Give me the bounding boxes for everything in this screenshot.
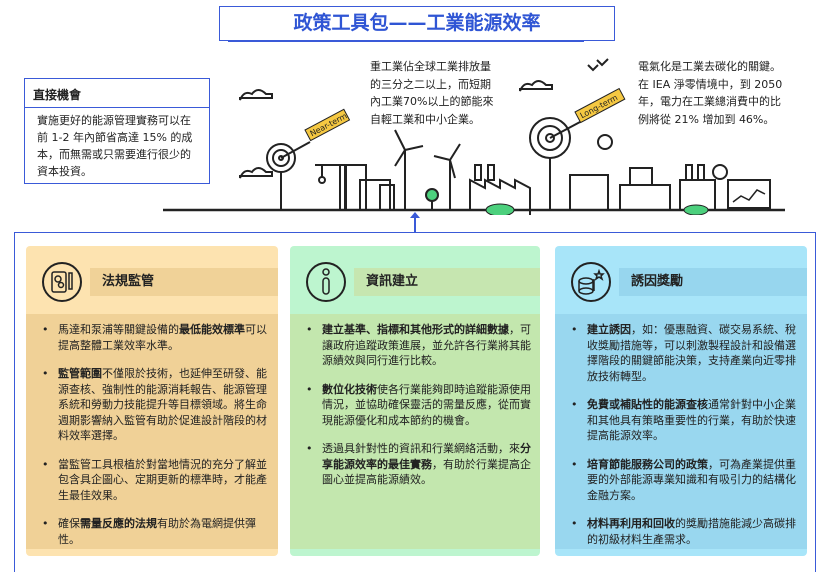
card-bullet: 培育節能服務公司的政策，可為產業提供重要的外部能源專業知識和有吸引力的結構化金融…: [569, 457, 799, 504]
card-title: 法規監管: [90, 268, 278, 296]
up-arrow-icon: [410, 212, 420, 232]
policy-card: 法規監管馬達和泵浦等關鍵設備的最低能效標準可以提高整體工業效率水準。監管範圍不僅…: [26, 246, 278, 556]
birds-icon: [587, 58, 609, 72]
tree-icon: [425, 188, 439, 210]
card-title: 誘因獎勵: [619, 268, 807, 296]
bush-icon: [485, 203, 709, 215]
heavy-industry-note: 重工業佔全球工業排放量的三分之二以上，而短期內工業70%以上的節能來自輕工業和中…: [370, 60, 494, 126]
page-title: 政策工具包——工業能源效率: [219, 6, 615, 41]
card-bullet: 監管範圍不僅限於技術，也延伸至研發、能源查核、強制性的能源消耗報告、能源管理系統…: [40, 366, 270, 444]
card-bullet: 免費或補貼性的能源查核通常針對中小企業和其他具有策略重要性的行業，有助於快速提高…: [569, 397, 799, 444]
information-icon: [306, 262, 346, 302]
electrification-note: 電氣化是工業去碳化的關鍵。在 IEA 淨零情境中，到 2050 年，電力在工業總…: [638, 60, 783, 126]
card-bullet: 透過具針對性的資訊和行業網絡活動，來分享能源效率的最佳實務，有助於行業提高企圖心…: [304, 441, 532, 488]
sun-icon: [597, 134, 613, 150]
card-title: 資訊建立: [354, 268, 540, 296]
near-term-target-icon: Near-term: [266, 108, 351, 210]
factory-icon: [469, 164, 531, 215]
power-plant-icon: [679, 164, 716, 211]
wind-turbine-icon: [394, 129, 461, 210]
card-bullet: 確保需量反應的法規有助於為電網提供彈性。: [40, 516, 270, 547]
buildings-icon: [345, 164, 395, 211]
direct-opportunity-box: 直接機會 實施更好的能源管理實務可以在前 1-2 年內節省高達 15% 的成本，…: [24, 78, 210, 184]
card-bullet: 馬達和泵浦等關鍵設備的最低能效標準可以提高整體工業效率水準。: [40, 322, 270, 353]
title-underline: [228, 40, 584, 42]
laptop-chart-icon: [712, 164, 771, 209]
regulation-icon: [42, 262, 82, 302]
direct-opportunity-text: 實施更好的能源管理實務可以在前 1-2 年內節省高達 15% 的成本，而無需或只…: [37, 114, 193, 178]
crane-icon: [315, 164, 350, 210]
policy-bracket: [14, 232, 816, 572]
card-bullet: 當監管工具根植於對當地情況的充分了解並包含具企圖心、定期更新的標準時，才能產生最…: [40, 457, 270, 504]
coins-star-icon: [571, 262, 611, 302]
industry-illustration: Near-term Long-term: [163, 58, 785, 215]
cloud-icon: [239, 167, 273, 179]
direct-opportunity-heading: 直接機會: [25, 79, 209, 108]
machinery-icon: [569, 167, 671, 211]
card-bullet: 建立誘因，如：優惠融資、碳交易系統、稅收獎勵措施等，可以刺激製程設計和設備選擇階…: [569, 322, 799, 384]
long-term-target-icon: Long-term: [529, 87, 626, 210]
cloud-icon: [519, 80, 553, 92]
card-bullet: 材料再利用和回收的獎勵措施能減少高碳排的初級材料生產需求。: [569, 516, 799, 547]
card-bullet: 建立基準、指標和其他形式的詳細數據，可讓政府追蹤政策進展，並允許各行業將其能源績…: [304, 322, 532, 369]
cloud-icon: [239, 89, 273, 101]
card-bullet: 數位化技術使各行業能夠即時追蹤能源使用情況，並協助確保靈活的需量反應，從而實現能…: [304, 382, 532, 429]
policy-card: 誘因獎勵建立誘因，如：優惠融資、碳交易系統、稅收獎勵措施等，可以刺激製程設計和設…: [555, 246, 807, 556]
policy-card: 資訊建立建立基準、指標和其他形式的詳細數據，可讓政府追蹤政策進展，並允許各行業將…: [290, 246, 540, 556]
